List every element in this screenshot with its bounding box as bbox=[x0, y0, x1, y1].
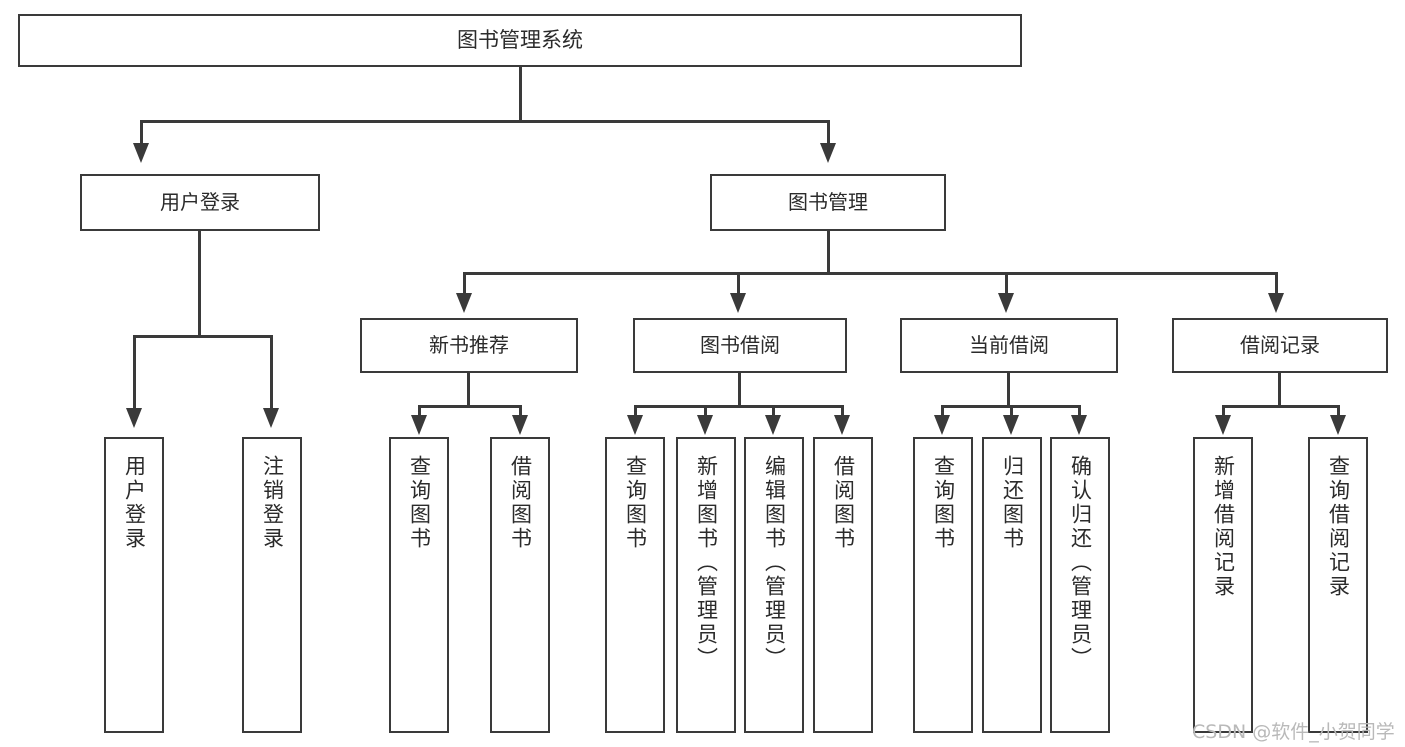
arrow-to-leaf-return-book bbox=[1003, 415, 1019, 435]
node-leaf-return-book[interactable]: 归还图书 bbox=[982, 437, 1042, 733]
node-book-borrow-label: 图书借阅 bbox=[700, 333, 780, 358]
arrow-to-leaf-logout-login bbox=[263, 408, 279, 428]
arrow-to-leaf-query-book-3 bbox=[934, 415, 950, 435]
node-leaf-edit-book[interactable]: 编辑图书（管理员） bbox=[744, 437, 804, 733]
arrow-to-leaf-query-book-2 bbox=[627, 415, 643, 435]
edge-current-borrow-drop-2 bbox=[1010, 405, 1013, 417]
node-leaf-edit-book-label: 编辑图书（管理员） bbox=[762, 455, 787, 671]
node-leaf-user-login-label: 用户登录 bbox=[122, 455, 147, 551]
arrow-to-leaf-query-record bbox=[1330, 415, 1346, 435]
node-new-book-recommend-label: 新书推荐 bbox=[429, 333, 509, 358]
node-borrow-record-label: 借阅记录 bbox=[1240, 333, 1320, 358]
arrow-to-book-borrow bbox=[730, 293, 746, 313]
edge-borrow-record-rail bbox=[1222, 405, 1340, 408]
node-leaf-add-book[interactable]: 新增图书（管理员） bbox=[676, 437, 736, 733]
edge-root-rail bbox=[140, 120, 830, 123]
edge-borrow-record-stem bbox=[1278, 373, 1281, 407]
edge-new-book-recommend-rail bbox=[418, 405, 522, 408]
arrow-to-leaf-edit-book bbox=[765, 415, 781, 435]
node-book-borrow[interactable]: 图书借阅 bbox=[633, 318, 847, 373]
arrow-to-leaf-user-login bbox=[126, 408, 142, 428]
node-leaf-query-record-label: 查询借阅记录 bbox=[1326, 455, 1351, 599]
node-user-login-label: 用户登录 bbox=[160, 190, 240, 215]
node-book-management-label: 图书管理 bbox=[788, 190, 868, 215]
edge-user-login-rail bbox=[133, 335, 273, 338]
node-leaf-add-record[interactable]: 新增借阅记录 bbox=[1193, 437, 1253, 733]
arrow-to-leaf-add-record bbox=[1215, 415, 1231, 435]
edge-book-borrow-drop-2 bbox=[704, 405, 707, 417]
edge-book-borrow-drop-1 bbox=[634, 405, 637, 417]
edge-new-book-recommend-drop-2 bbox=[519, 405, 522, 417]
edge-rail-to-book-management bbox=[827, 120, 830, 145]
edge-borrow-record-drop-2 bbox=[1337, 405, 1340, 417]
edge-book-management-stem bbox=[827, 231, 830, 274]
node-leaf-logout-login[interactable]: 注销登录 bbox=[242, 437, 302, 733]
arrow-to-leaf-add-book bbox=[697, 415, 713, 435]
arrow-to-leaf-borrow-book-2 bbox=[834, 415, 850, 435]
node-leaf-query-book-1-label: 查询图书 bbox=[407, 455, 432, 551]
node-current-borrow-label: 当前借阅 bbox=[969, 333, 1049, 358]
edge-root-stem bbox=[519, 67, 522, 122]
arrow-to-leaf-borrow-book-1 bbox=[512, 415, 528, 435]
arrow-to-book-management bbox=[820, 143, 836, 163]
edge-user-login-stem bbox=[198, 231, 201, 337]
edge-book-borrow-drop-3 bbox=[772, 405, 775, 417]
node-leaf-query-book-3-label: 查询图书 bbox=[931, 455, 956, 551]
edge-current-borrow-drop-3 bbox=[1078, 405, 1081, 417]
node-leaf-add-record-label: 新增借阅记录 bbox=[1211, 455, 1236, 599]
arrow-to-current-borrow bbox=[998, 293, 1014, 313]
edge-new-book-recommend-stem bbox=[467, 373, 470, 407]
node-leaf-borrow-book-1[interactable]: 借阅图书 bbox=[490, 437, 550, 733]
arrow-to-user-login bbox=[133, 143, 149, 163]
edge-user-login-drop-1 bbox=[133, 335, 136, 410]
edge-book-management-rail bbox=[463, 272, 1278, 275]
node-root[interactable]: 图书管理系统 bbox=[18, 14, 1022, 67]
node-leaf-query-book-2[interactable]: 查询图书 bbox=[605, 437, 665, 733]
node-leaf-query-book-3[interactable]: 查询图书 bbox=[913, 437, 973, 733]
edge-borrow-record-drop-1 bbox=[1222, 405, 1225, 417]
node-leaf-confirm-return-label: 确认归还（管理员） bbox=[1068, 455, 1093, 671]
edge-rail-to-new-book-recommend bbox=[463, 272, 466, 295]
node-leaf-logout-login-label: 注销登录 bbox=[260, 455, 285, 551]
edge-book-borrow-stem bbox=[738, 373, 741, 407]
node-root-label: 图书管理系统 bbox=[457, 27, 583, 52]
edge-book-borrow-drop-4 bbox=[841, 405, 844, 417]
node-leaf-query-book-2-label: 查询图书 bbox=[623, 455, 648, 551]
csdn-watermark: CSDN @软件_小贺同学 bbox=[1192, 721, 1395, 743]
node-leaf-confirm-return[interactable]: 确认归还（管理员） bbox=[1050, 437, 1110, 733]
edge-current-borrow-stem bbox=[1007, 373, 1010, 407]
node-user-login[interactable]: 用户登录 bbox=[80, 174, 320, 231]
arrow-to-leaf-query-book-1 bbox=[411, 415, 427, 435]
node-new-book-recommend[interactable]: 新书推荐 bbox=[360, 318, 578, 373]
edge-rail-to-user-login bbox=[140, 120, 143, 145]
node-leaf-user-login[interactable]: 用户登录 bbox=[104, 437, 164, 733]
node-leaf-query-record[interactable]: 查询借阅记录 bbox=[1308, 437, 1368, 733]
edge-rail-to-current-borrow bbox=[1005, 272, 1008, 295]
node-book-management[interactable]: 图书管理 bbox=[710, 174, 946, 231]
node-leaf-add-book-label: 新增图书（管理员） bbox=[694, 455, 719, 671]
arrow-to-borrow-record bbox=[1268, 293, 1284, 313]
node-leaf-borrow-book-1-label: 借阅图书 bbox=[508, 455, 533, 551]
arrow-to-new-book-recommend bbox=[456, 293, 472, 313]
node-leaf-borrow-book-2[interactable]: 借阅图书 bbox=[813, 437, 873, 733]
node-leaf-query-book-1[interactable]: 查询图书 bbox=[389, 437, 449, 733]
edge-rail-to-book-borrow bbox=[737, 272, 740, 295]
node-current-borrow[interactable]: 当前借阅 bbox=[900, 318, 1118, 373]
edge-user-login-drop-2 bbox=[270, 335, 273, 410]
edge-book-borrow-rail bbox=[634, 405, 844, 408]
node-borrow-record[interactable]: 借阅记录 bbox=[1172, 318, 1388, 373]
edge-current-borrow-drop-1 bbox=[941, 405, 944, 417]
node-leaf-return-book-label: 归还图书 bbox=[1000, 455, 1025, 551]
arrow-to-leaf-confirm-return bbox=[1071, 415, 1087, 435]
node-leaf-borrow-book-2-label: 借阅图书 bbox=[831, 455, 856, 551]
edge-new-book-recommend-drop-1 bbox=[418, 405, 421, 417]
edge-rail-to-borrow-record bbox=[1275, 272, 1278, 295]
